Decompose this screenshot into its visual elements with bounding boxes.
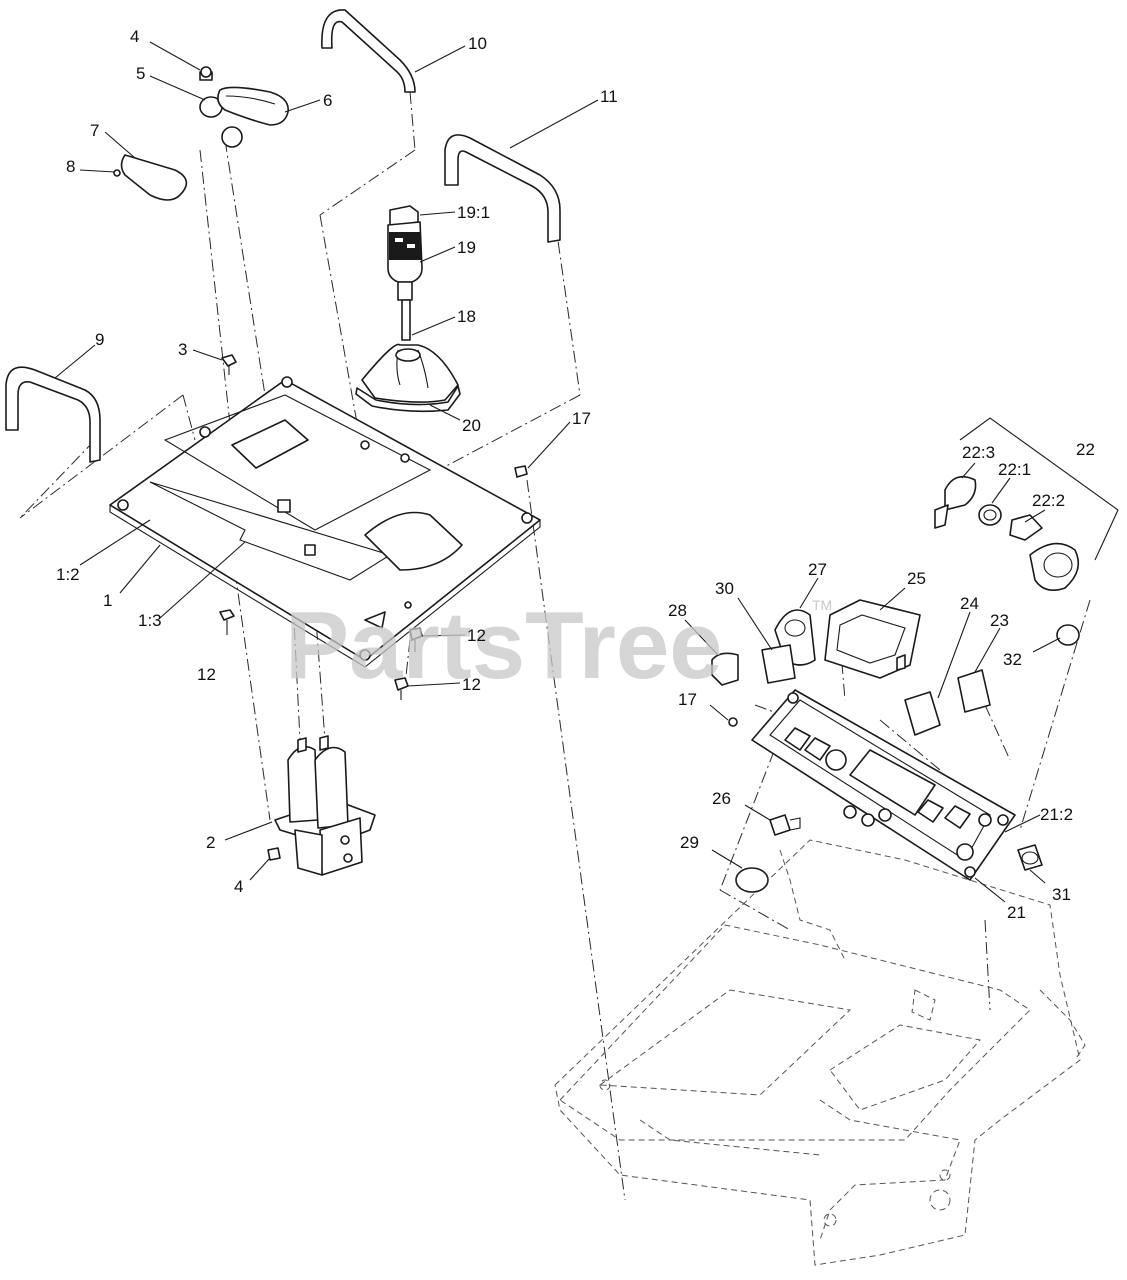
callout-7: 7	[90, 121, 99, 140]
callout-32: 32	[1003, 650, 1022, 669]
group-bracket-22	[959, 417, 1119, 561]
callout-27: 27	[808, 560, 827, 579]
callout-26: 26	[712, 789, 731, 808]
watermark-text: PartsTree	[285, 592, 723, 699]
control-plate-1	[109, 376, 541, 668]
callout-2: 2	[206, 833, 215, 852]
panel-hardware	[735, 814, 1043, 893]
callout-12-low: 12	[462, 675, 481, 694]
handle-grip-11	[444, 134, 561, 243]
callout-9: 9	[95, 330, 104, 349]
callout-1: 1	[103, 591, 112, 610]
callout-25: 25	[907, 569, 926, 588]
callout-12-left: 12	[197, 665, 216, 684]
control-boot-20	[355, 343, 461, 413]
callout-4-top: 4	[130, 27, 139, 46]
fasteners	[219, 354, 528, 700]
switches	[711, 609, 991, 736]
callout-24: 24	[960, 594, 979, 613]
joystick-knob-19	[387, 205, 423, 341]
callout-22-2: 22:2	[1032, 491, 1065, 510]
callout-28: 28	[668, 601, 687, 620]
display-module-25	[824, 599, 921, 679]
callout-11: 11	[600, 87, 618, 106]
callout-23: 23	[990, 611, 1009, 630]
callout-12-mid: 12	[467, 626, 486, 645]
callout-17-upper: 17	[572, 409, 591, 428]
key-switch-22	[934, 475, 1080, 646]
callout-19: 19	[457, 238, 476, 257]
callout-18: 18	[457, 307, 476, 326]
callout-19-1: 19:1	[457, 203, 490, 222]
hardware-top-left	[113, 66, 289, 201]
callout-5: 5	[136, 64, 145, 83]
control-panel-21	[728, 689, 1016, 881]
handle-grip-10	[321, 9, 416, 93]
handle-grip-9	[5, 366, 101, 463]
callout-labels: 4 5 6 7 8 10 11 19:1 19 18 9 3 20 17 1:2…	[56, 27, 1095, 922]
watermark: PartsTree TM	[285, 592, 832, 699]
callout-20: 20	[462, 416, 481, 435]
callout-31: 31	[1052, 885, 1071, 904]
callout-1-2: 1:2	[56, 565, 80, 584]
callout-22-3: 22:3	[962, 443, 995, 462]
callout-4-bottom: 4	[234, 877, 243, 896]
callout-22-1: 22:1	[998, 460, 1031, 479]
callout-8: 8	[66, 157, 75, 176]
watermark-tm: TM	[812, 597, 832, 613]
callout-17-lower: 17	[678, 690, 697, 709]
callout-21-2: 21:2	[1040, 805, 1073, 824]
leader-lines	[54, 41, 1061, 903]
frame-outline	[554, 839, 1086, 1266]
callout-30: 30	[715, 579, 734, 598]
callout-10: 10	[468, 34, 487, 53]
callout-22: 22	[1076, 440, 1095, 459]
callout-3: 3	[178, 340, 187, 359]
callout-29: 29	[680, 833, 699, 852]
callout-6: 6	[323, 91, 332, 110]
valve-block-2	[267, 735, 376, 876]
callout-1-3: 1:3	[138, 611, 162, 630]
callout-21: 21	[1007, 903, 1026, 922]
